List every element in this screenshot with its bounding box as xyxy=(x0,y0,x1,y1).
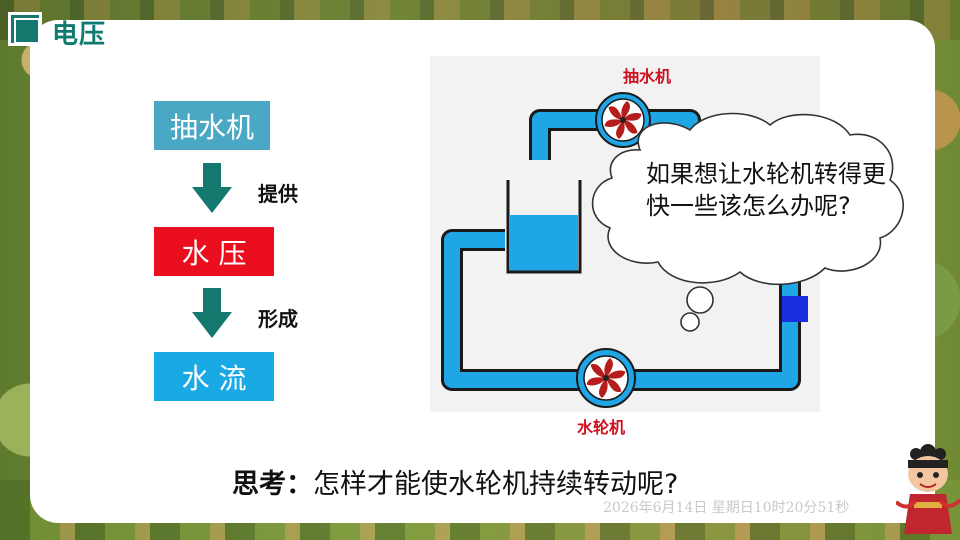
valve-icon xyxy=(782,296,808,322)
arrow-label-provide: 提供 xyxy=(258,182,298,206)
pump-impeller-icon xyxy=(595,92,651,148)
arrow-label-form: 形成 xyxy=(258,307,298,331)
thought-bubble-text: 如果想让水轮机转得更快一些该怎么办呢? xyxy=(646,160,886,220)
thought-bubble xyxy=(591,112,904,332)
waterwheel-impeller-icon xyxy=(576,348,636,408)
down-arrow-icon xyxy=(192,163,232,213)
down-arrow-icon xyxy=(192,288,232,338)
flow-step-pressure: 水 压 xyxy=(154,227,274,276)
title-marker-icon xyxy=(8,12,46,50)
question-text: 怎样才能使水轮机持续转动呢? xyxy=(313,469,679,500)
page-title: 电压 xyxy=(52,20,107,50)
timestamp: 2026年6月14日 星期日10时20分51秒 xyxy=(603,500,850,516)
flow-step-current: 水 流 xyxy=(154,352,274,401)
waterwheel-label: 水轮机 xyxy=(577,418,626,437)
cartoon-character-icon xyxy=(896,444,960,534)
question-prefix: 思考： xyxy=(232,469,313,500)
water-tank xyxy=(506,180,582,274)
pump-label: 抽水机 xyxy=(623,67,672,86)
think-question: 思考：怎样才能使水轮机持续转动呢? xyxy=(232,462,678,501)
flow-step-pump: 抽水机 xyxy=(154,101,270,150)
